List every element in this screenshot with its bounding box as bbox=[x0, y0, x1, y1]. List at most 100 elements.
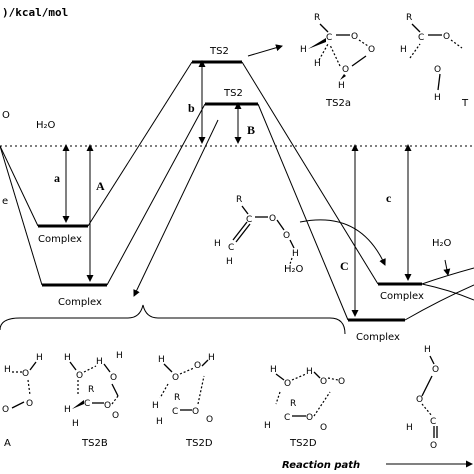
svg-text:O: O bbox=[192, 407, 199, 417]
svg-text:O: O bbox=[416, 395, 423, 405]
path-complex-to-ts2-lower bbox=[106, 103, 206, 286]
ts2a-pointer-arrow bbox=[247, 44, 283, 57]
complex-lower-right-label: Complex bbox=[356, 332, 400, 343]
svg-text:H: H bbox=[270, 365, 277, 375]
svg-text:O: O bbox=[320, 377, 327, 387]
energy-c-label: c bbox=[386, 191, 392, 205]
svg-text:O: O bbox=[368, 45, 375, 55]
svg-text:O: O bbox=[269, 214, 276, 224]
path-complex-to-product-lower bbox=[404, 284, 474, 321]
path-C-label: C bbox=[340, 259, 349, 273]
svg-text:O: O bbox=[283, 231, 290, 241]
svg-text:C: C bbox=[246, 215, 252, 225]
complex-lower-left-label: Complex bbox=[58, 297, 102, 308]
energy-b-label: b bbox=[188, 101, 195, 115]
water-complex-label: H₂O bbox=[284, 264, 304, 275]
path-complex-to-product-upper bbox=[421, 267, 474, 285]
complex-pointer-arrow bbox=[299, 219, 386, 266]
svg-text:H: H bbox=[96, 357, 103, 367]
bottom-right-product-structure: H O O C O H bbox=[406, 345, 439, 451]
svg-text:C: C bbox=[430, 417, 436, 427]
structures-group-brace bbox=[0, 304, 346, 335]
svg-text:R: R bbox=[290, 399, 296, 409]
ts2b-structure: H O H O H R C O O H H TS2B bbox=[64, 351, 123, 449]
svg-text:R: R bbox=[174, 393, 180, 403]
svg-text:R: R bbox=[236, 195, 242, 205]
svg-text:O: O bbox=[112, 411, 119, 421]
complex-upper-right-label: Complex bbox=[380, 291, 424, 302]
path-B-label: B bbox=[247, 123, 255, 137]
svg-text:O: O bbox=[26, 399, 33, 409]
ts2a-structure: R C O O O H H H TS2a bbox=[300, 13, 375, 109]
left-edge-atom-label: O bbox=[2, 110, 10, 121]
svg-text:H: H bbox=[226, 257, 233, 267]
svg-text:H: H bbox=[434, 93, 441, 103]
ts2d-structure-2: H O H O O R C O O H TS2D bbox=[264, 365, 345, 449]
svg-text:O: O bbox=[306, 413, 313, 423]
water-released-label: H₂O bbox=[432, 238, 452, 249]
svg-text:H: H bbox=[314, 59, 321, 69]
svg-text:H: H bbox=[406, 423, 413, 433]
svg-text:H: H bbox=[72, 419, 79, 429]
path-ts2-upper-to-complex bbox=[241, 61, 379, 285]
svg-text:O: O bbox=[342, 65, 349, 75]
svg-text:O: O bbox=[432, 365, 439, 375]
water-label: H₂O bbox=[36, 120, 56, 131]
complex-upper-left-label: Complex bbox=[38, 234, 82, 245]
svg-text:C: C bbox=[326, 33, 332, 43]
ts2-partial-structure: R C O H O H T bbox=[400, 13, 469, 109]
path-branch-right bbox=[421, 283, 474, 301]
svg-text:O: O bbox=[338, 377, 345, 387]
path-A-label: A bbox=[96, 179, 105, 193]
path-ts2-lower-to-complex bbox=[257, 103, 349, 321]
svg-text:H: H bbox=[116, 351, 123, 361]
svg-text:O: O bbox=[22, 369, 29, 379]
svg-text:O: O bbox=[110, 373, 117, 383]
path-reactant-to-complex-upper bbox=[0, 145, 39, 227]
svg-text:O: O bbox=[194, 361, 201, 371]
ts2b-label: TS2B bbox=[81, 438, 108, 449]
ts2-lower-label: TS2 bbox=[223, 88, 243, 99]
svg-text:C: C bbox=[284, 413, 290, 423]
svg-text:H: H bbox=[306, 367, 313, 377]
svg-text:H: H bbox=[156, 417, 163, 427]
energy-unit-label: )/kcal/mol bbox=[2, 6, 68, 19]
svg-text:H: H bbox=[208, 353, 215, 363]
svg-text:O: O bbox=[206, 415, 213, 425]
ts2d-structure-1: H O O H H R C O O H TS2D bbox=[152, 353, 215, 449]
svg-text:H: H bbox=[214, 239, 221, 249]
svg-text:H: H bbox=[64, 405, 71, 415]
svg-text:O: O bbox=[320, 423, 327, 433]
svg-text:C: C bbox=[418, 33, 424, 43]
svg-text:R: R bbox=[88, 385, 94, 395]
bottom-structure-a-label: A bbox=[4, 438, 11, 449]
svg-text:H: H bbox=[424, 345, 431, 355]
ts2a-label: TS2a bbox=[325, 98, 351, 109]
svg-text:H: H bbox=[292, 249, 299, 259]
svg-text:O: O bbox=[76, 371, 83, 381]
bottom-structure-a: H O H O O A bbox=[2, 353, 43, 449]
svg-text:C: C bbox=[228, 243, 234, 253]
svg-text:O: O bbox=[2, 405, 9, 415]
path-reactant-to-complex-lower bbox=[0, 145, 43, 286]
energy-a-label: a bbox=[54, 171, 60, 185]
svg-text:O: O bbox=[172, 373, 179, 383]
reaction-path-label: Reaction path bbox=[282, 460, 360, 471]
svg-text:H: H bbox=[64, 353, 71, 363]
svg-text:O: O bbox=[351, 32, 358, 42]
svg-text:O: O bbox=[434, 65, 441, 75]
svg-text:O: O bbox=[104, 401, 111, 411]
svg-text:H: H bbox=[300, 45, 307, 55]
svg-text:C: C bbox=[172, 407, 178, 417]
enol-water-complex-structure: R C O O C H H H H₂O bbox=[214, 195, 304, 275]
ts2d-2-label: TS2D bbox=[289, 438, 317, 449]
svg-text:O: O bbox=[284, 379, 291, 389]
svg-text:H: H bbox=[158, 355, 165, 365]
svg-text:O: O bbox=[430, 441, 437, 451]
ts2d-1-label: TS2D bbox=[185, 438, 213, 449]
svg-text:H: H bbox=[338, 81, 345, 91]
svg-text:H: H bbox=[4, 365, 11, 375]
water-release-arrow bbox=[443, 259, 451, 276]
ts2b-pointer-arrow bbox=[133, 119, 219, 297]
